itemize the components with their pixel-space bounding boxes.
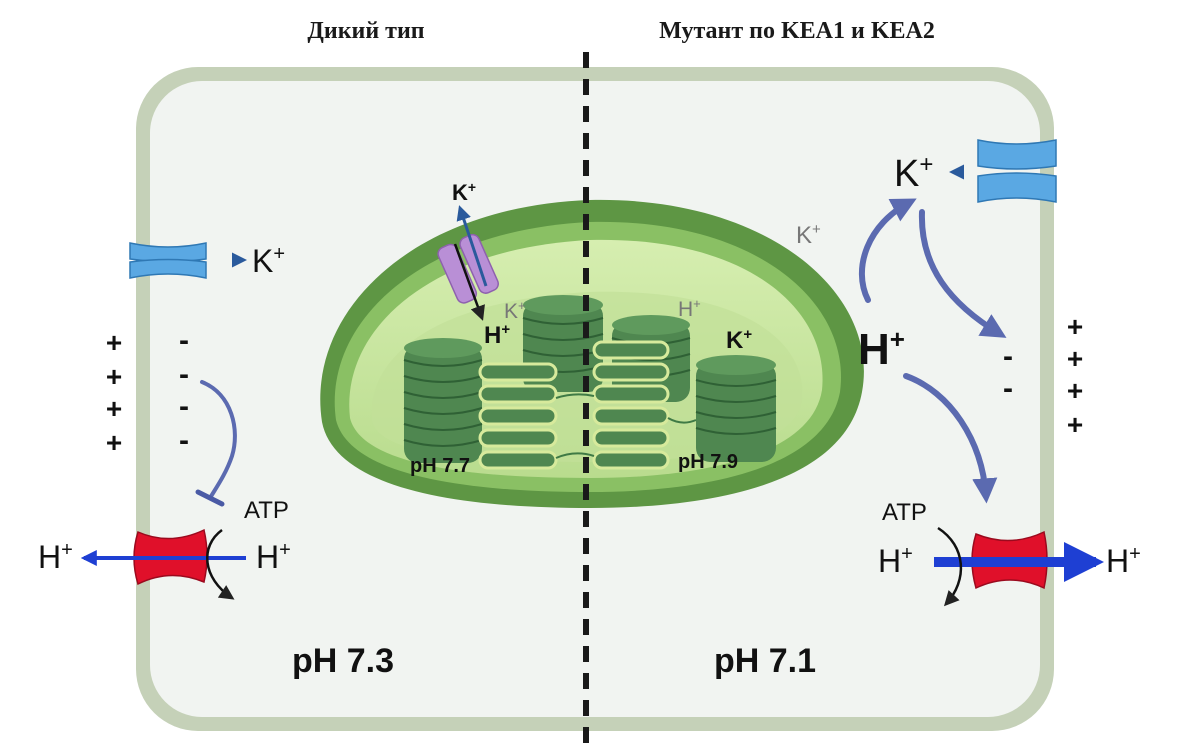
- mut-h-out-label: H+: [1106, 543, 1141, 579]
- kea-h-import-arrow: [453, 243, 485, 321]
- wt-k-cytosol-label: K+: [252, 243, 285, 279]
- mut-k-channel: [977, 139, 1057, 203]
- svg-text:+: +: [1067, 311, 1083, 342]
- wild-type-stroma-ph: pH 7.7: [410, 455, 470, 477]
- wt-k-channel: [129, 242, 207, 279]
- stroma-k-faint-label: K+: [504, 298, 526, 323]
- mut-h-to-atpase-arrow: [903, 373, 998, 504]
- svg-text:-: -: [179, 324, 189, 357]
- wt-inhibition-bar: [195, 489, 225, 507]
- mut-membrane-plus: + + + +: [1067, 311, 1083, 440]
- mutant-k-faint-label: K+: [796, 221, 821, 249]
- header-mutant: Мутант по KEA1 и KEA2: [659, 18, 935, 44]
- svg-text:-: -: [1003, 340, 1013, 373]
- kea-k-label: K+: [452, 179, 476, 205]
- header-wild-type: Дикий тип: [307, 18, 424, 44]
- wt-inhibition-arrow: [200, 380, 237, 500]
- mutant-cytosol-ph: pH 7.1: [714, 642, 816, 680]
- mut-k-to-membrane-arrow: [918, 209, 1007, 338]
- mut-atp-hydrolysis-arrow: [937, 526, 963, 607]
- thylakoid-stack-right: [592, 340, 670, 470]
- wild-type-cytosol-ph: pH 7.3: [292, 642, 394, 680]
- mut-h-to-k-arrow: [858, 198, 917, 303]
- wt-atp-label: ATP: [244, 497, 289, 524]
- mut-membrane-minus: - -: [1003, 340, 1013, 405]
- wt-h-in-label: H+: [256, 539, 291, 575]
- mut-h-in-label: H+: [878, 543, 913, 579]
- stroma-h-faint-label: H+: [678, 296, 701, 321]
- mut-atp-label: ATP: [882, 499, 927, 526]
- kea-h-label: H+: [484, 321, 510, 349]
- svg-text:-: -: [179, 424, 189, 457]
- wt-atp-hydrolysis-arrow: [206, 528, 235, 600]
- stroma-k-label: K+: [726, 326, 752, 354]
- mut-k-cytosol-label: K+: [894, 151, 933, 195]
- wt-membrane-minus: - - - -: [179, 324, 189, 457]
- svg-text:-: -: [179, 390, 189, 423]
- svg-text:+: +: [1067, 343, 1083, 374]
- svg-text:+: +: [106, 327, 122, 358]
- svg-text:+: +: [106, 393, 122, 424]
- svg-text:+: +: [106, 361, 122, 392]
- svg-text:+: +: [1067, 375, 1083, 406]
- granum-right: [695, 355, 777, 462]
- mut-h-cytosol-label: H+: [858, 324, 905, 374]
- svg-text:+: +: [106, 427, 122, 458]
- mutant-stroma-ph: pH 7.9: [678, 451, 738, 473]
- kea-k-export-arrow: [456, 205, 488, 287]
- wt-membrane-plus: + + + +: [106, 327, 122, 458]
- stroma-lamellae: [555, 393, 697, 459]
- svg-text:+: +: [1067, 409, 1083, 440]
- svg-text:-: -: [179, 358, 189, 391]
- granum-left: [403, 338, 483, 463]
- svg-text:-: -: [1003, 372, 1013, 405]
- wt-h-out-label: H+: [38, 539, 73, 575]
- thylakoid-stack-left: [478, 362, 558, 470]
